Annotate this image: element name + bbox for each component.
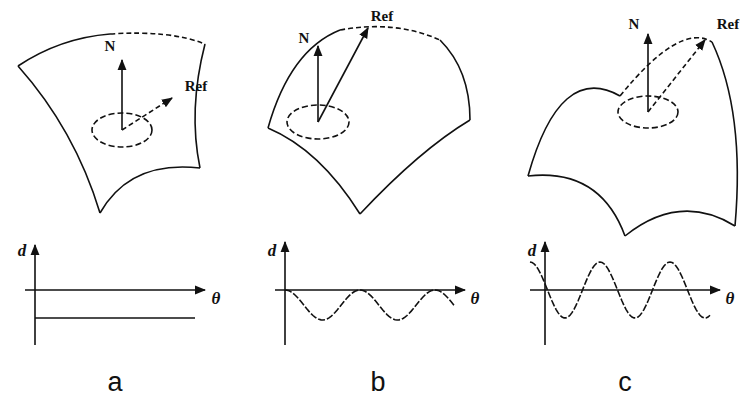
ref-label: Ref [717, 17, 740, 32]
axis-label: θ [726, 290, 735, 307]
normal-label: N [629, 17, 640, 32]
distance-curves [35, 262, 710, 320]
elliptic-surface [18, 33, 205, 213]
saddle-surface [528, 34, 737, 236]
normal-label: N [299, 31, 310, 46]
axis-label: θ [471, 290, 480, 307]
ref-label: Ref [185, 79, 208, 94]
panel-label: c [618, 369, 632, 396]
axis-label: d [528, 242, 537, 259]
oscillating-curve [530, 262, 710, 318]
cylindrical-surface [268, 27, 470, 214]
axis-label: d [268, 242, 277, 259]
panel-label: b [370, 369, 385, 396]
constant-curve [35, 317, 195, 319]
panel-label: a [107, 369, 122, 396]
oscillating-curve [285, 290, 455, 320]
ref-label: Ref [371, 9, 394, 24]
axis-label: d [18, 242, 27, 259]
axis-label: θ [212, 290, 221, 307]
graph-axes [25, 242, 720, 345]
normal-label: N [105, 39, 116, 54]
